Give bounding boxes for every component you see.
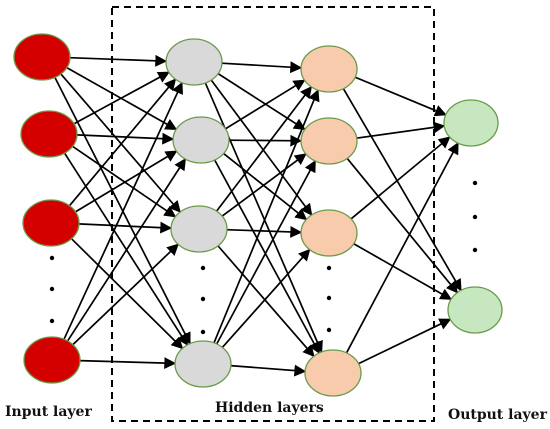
output-ellipsis-dot-2 xyxy=(472,247,478,253)
hidden-layers-label: Hidden layers xyxy=(215,400,324,416)
nodes xyxy=(13,33,503,397)
connection-arrow-hidden-2-0-to-output-0 xyxy=(354,76,447,117)
connection-arrow-hidden-1-0-to-hidden-2-1 xyxy=(217,72,306,131)
output-node-1 xyxy=(447,286,503,334)
hidden-2-ellipsis-dot-0 xyxy=(326,265,332,271)
connection-arrow-input-2-to-hidden-1-0 xyxy=(68,78,177,207)
hidden-1-node-0 xyxy=(165,38,223,86)
output-node-0 xyxy=(443,99,499,147)
input-node-3 xyxy=(23,336,81,384)
connection-arrow-hidden-1-2-to-hidden-2-0 xyxy=(215,85,313,213)
hidden-1-ellipsis-dot-0 xyxy=(200,265,206,271)
hidden-1-ellipsis-dot-1 xyxy=(200,296,206,302)
connection-arrow-input-2-to-hidden-1-2 xyxy=(78,221,173,234)
input-node-1 xyxy=(20,110,78,158)
hidden-1-node-3 xyxy=(174,340,232,388)
connection-arrow-hidden-1-0-to-hidden-2-2 xyxy=(210,79,313,216)
connection-arrow-hidden-1-1-to-hidden-2-1 xyxy=(228,134,303,147)
connection-arrow-hidden-2-1-to-output-0 xyxy=(356,121,446,140)
input-ellipsis-dot-0 xyxy=(49,255,55,261)
connection-arrow-input-1-to-hidden-1-3 xyxy=(63,152,189,346)
connection-arrow-hidden-1-1-to-hidden-2-2 xyxy=(222,152,308,221)
ellipsis-dots xyxy=(49,180,478,335)
connection-arrow-hidden-1-3-to-hidden-2-2 xyxy=(221,248,311,349)
hidden-1-node-2 xyxy=(170,205,228,253)
input-ellipsis-dot-1 xyxy=(49,286,55,292)
connection-arrow-input-0-to-hidden-1-0 xyxy=(69,54,168,67)
connection-arrow-input-2-to-hidden-1-1 xyxy=(74,150,178,213)
hidden-2-node-2 xyxy=(300,209,358,257)
hidden-2-ellipsis-dot-2 xyxy=(326,327,332,333)
hidden-2-node-3 xyxy=(304,349,362,397)
output-ellipsis-dot-0 xyxy=(472,180,478,186)
connection-arrow-hidden-1-1-to-hidden-2-0 xyxy=(224,79,306,130)
connection-arrow-hidden-2-0-to-output-1 xyxy=(342,87,462,292)
input-node-0 xyxy=(13,33,71,81)
connection-arrow-hidden-2-3-to-output-1 xyxy=(357,318,452,365)
connection-arrow-input-1-to-hidden-1-0 xyxy=(73,71,170,125)
connection-arrow-hidden-1-0-to-hidden-2-0 xyxy=(221,61,303,74)
connection-arrow-hidden-1-2-to-hidden-2-2 xyxy=(226,225,303,238)
input-node-2 xyxy=(22,199,80,247)
connection-arrow-input-3-to-hidden-1-2 xyxy=(71,243,179,346)
hidden-1-ellipsis-dot-2 xyxy=(200,329,206,335)
connection-arrow-hidden-2-2-to-output-0 xyxy=(350,136,451,220)
connection-arrow-hidden-2-1-to-output-1 xyxy=(346,157,459,294)
connection-arrow-hidden-1-2-to-hidden-2-3 xyxy=(217,244,315,358)
connection-arrow-hidden-2-2-to-output-1 xyxy=(352,242,453,301)
hidden-1-node-1 xyxy=(172,116,230,164)
connection-arrow-input-1-to-hidden-1-2 xyxy=(71,145,177,218)
connection-arrow-hidden-1-3-to-hidden-2-1 xyxy=(215,159,316,345)
output-layer-label: Output layer xyxy=(448,407,548,423)
connection-arrow-hidden-1-3-to-hidden-2-3 xyxy=(230,364,307,377)
input-ellipsis-dot-2 xyxy=(49,318,55,324)
input-layer-label: Input layer xyxy=(5,404,92,420)
connection-arrow-input-0-to-hidden-1-2 xyxy=(59,73,181,213)
hidden-2-node-0 xyxy=(300,45,358,93)
hidden-2-node-1 xyxy=(300,117,358,165)
connection-arrow-hidden-1-2-to-hidden-2-1 xyxy=(221,153,307,218)
connections xyxy=(53,54,462,377)
connection-arrow-hidden-2-3-to-output-0 xyxy=(345,142,459,354)
hidden-2-ellipsis-dot-1 xyxy=(326,295,332,301)
connection-arrow-input-3-to-hidden-1-0 xyxy=(63,81,183,341)
connection-arrow-input-3-to-hidden-1-3 xyxy=(79,357,177,370)
hidden-layers-box xyxy=(111,6,435,422)
output-ellipsis-dot-1 xyxy=(472,214,478,220)
connection-arrow-hidden-1-3-to-hidden-2-0 xyxy=(213,89,320,344)
connection-arrow-input-3-to-hidden-1-1 xyxy=(66,158,187,342)
